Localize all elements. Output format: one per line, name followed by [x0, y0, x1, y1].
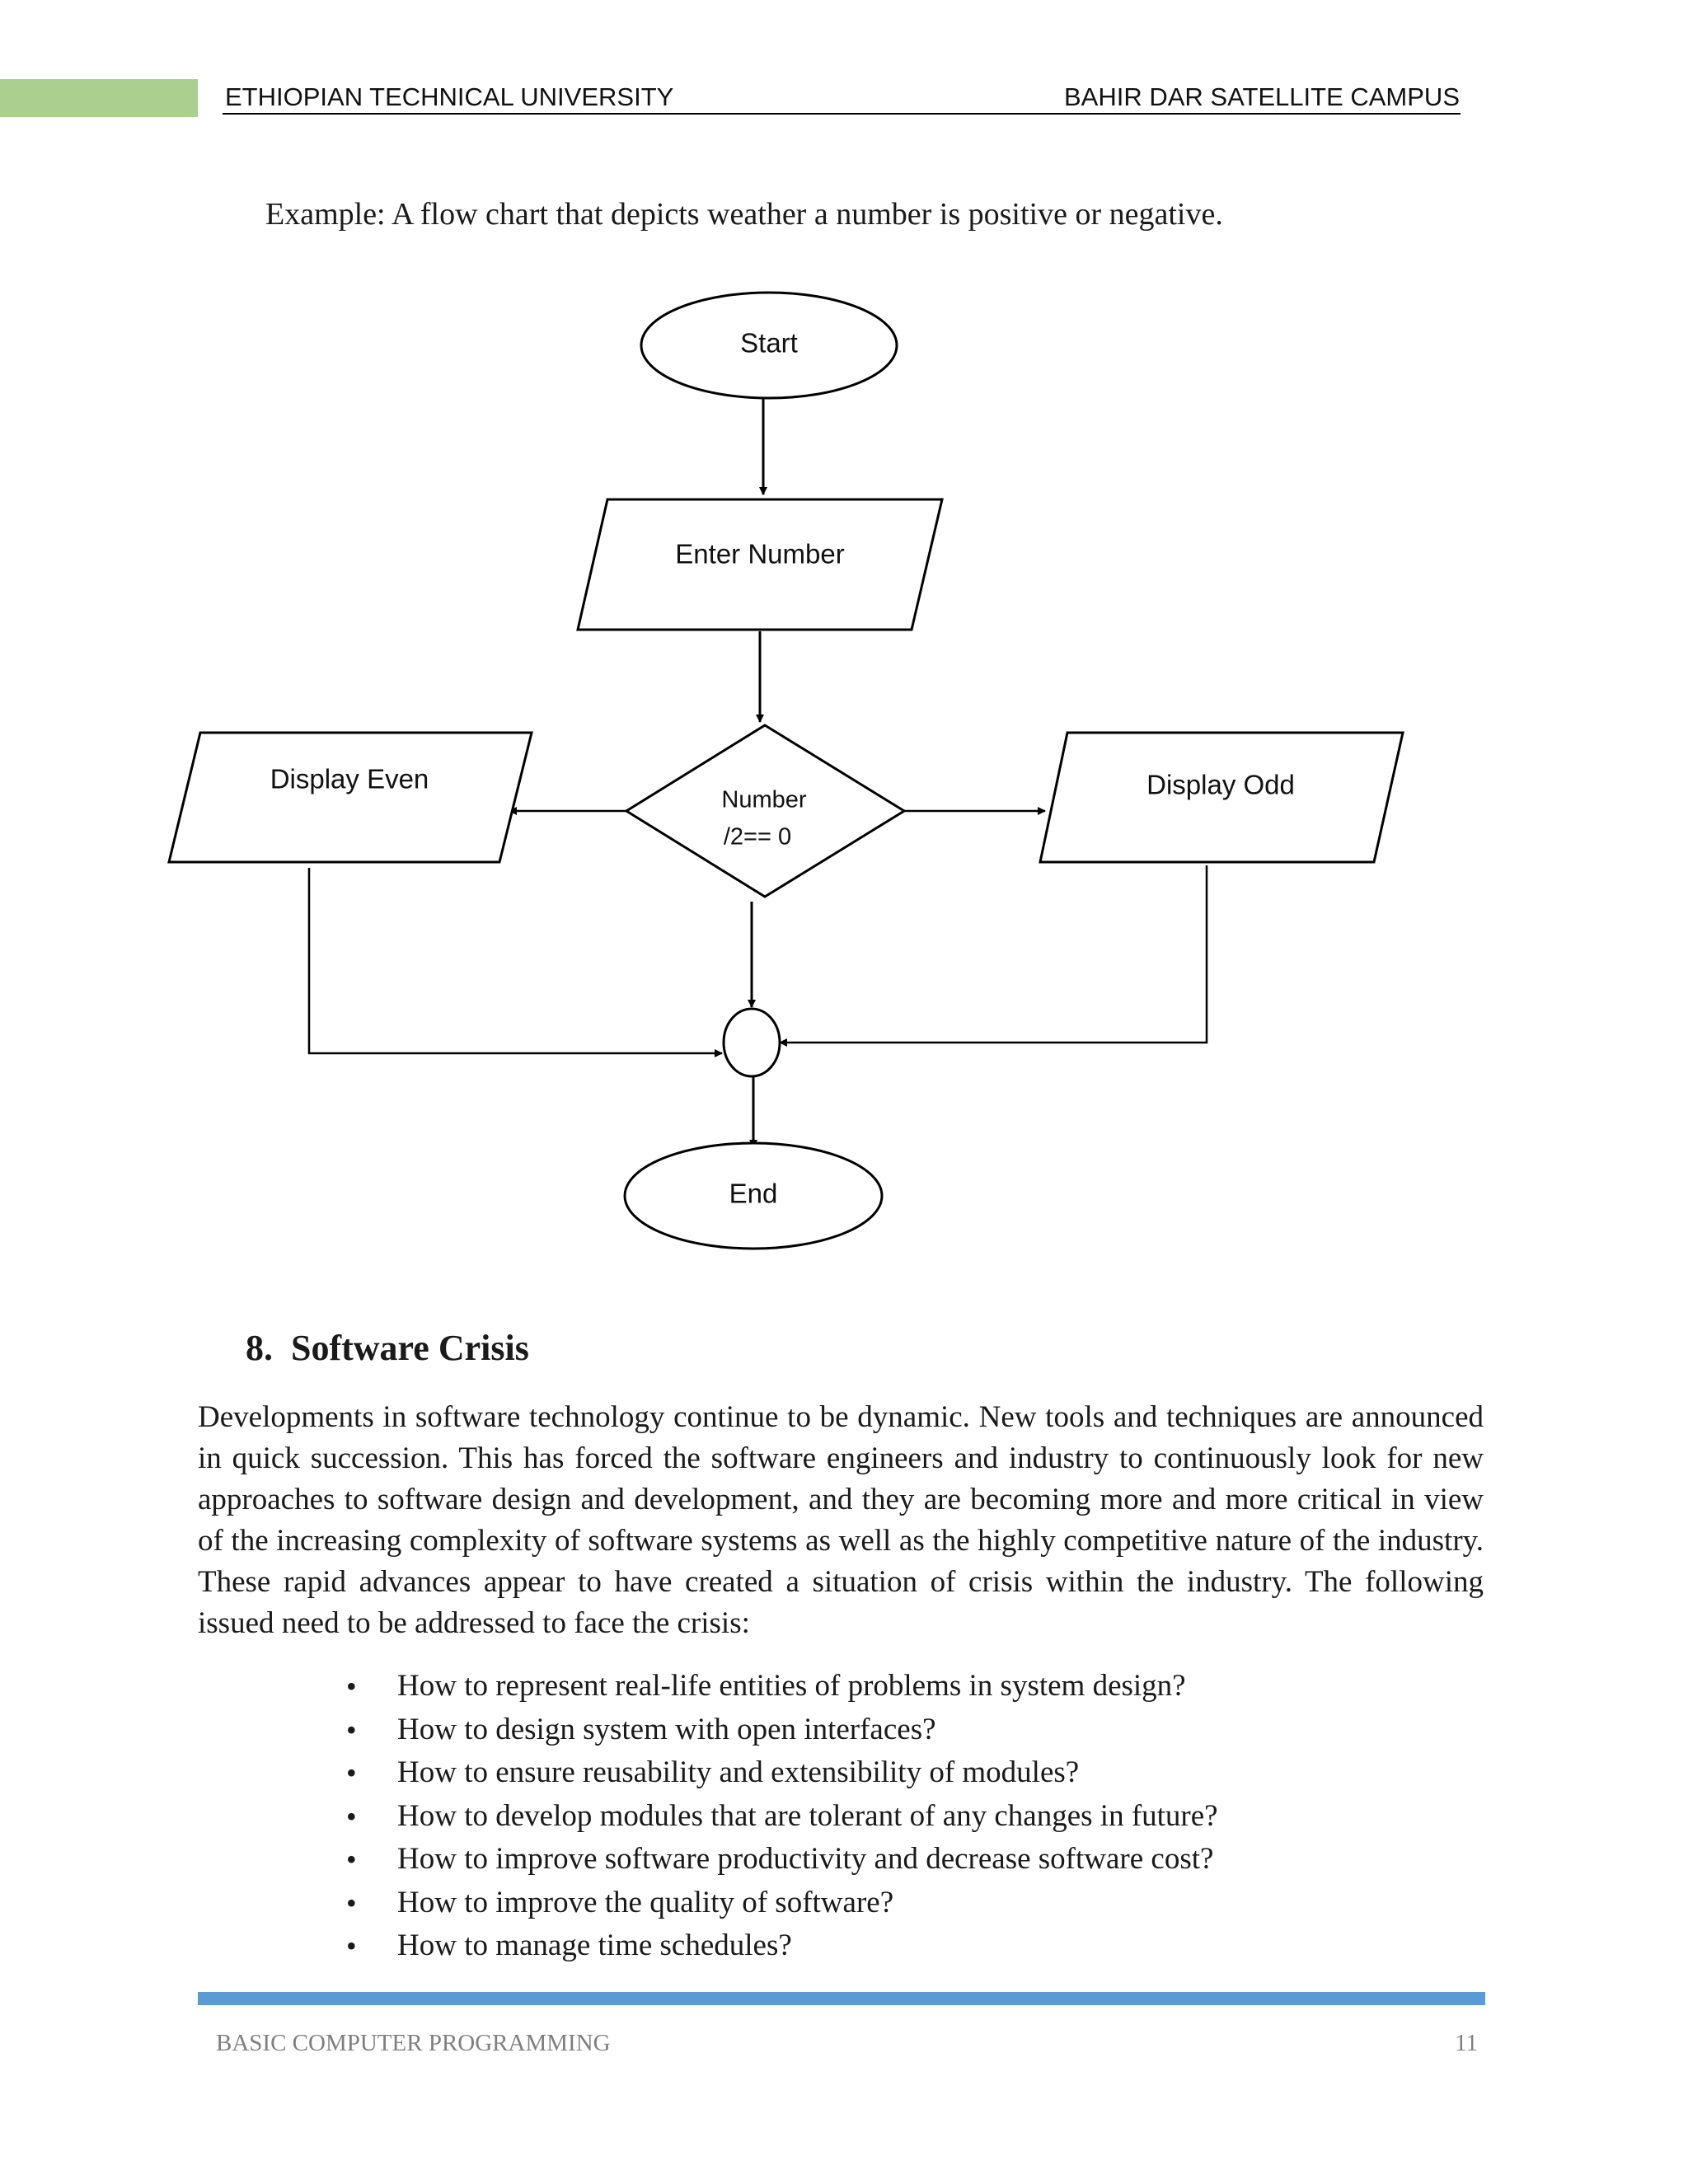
bullet-icon: • [346, 1886, 357, 1919]
connector-circle [722, 1007, 781, 1078]
list-item: • How to develop modules that are toleran… [346, 1795, 1218, 1839]
decision-label-line2: /2== 0 [724, 824, 791, 851]
list-item-text: How to improve software productivity and… [397, 1842, 1214, 1876]
input-label: Enter Number [675, 539, 844, 569]
bullet-icon: • [346, 1843, 357, 1876]
header-accent-tab [0, 79, 198, 117]
list-item: • How to represent real-life entities of … [346, 1665, 1218, 1708]
bullet-icon: • [346, 1670, 357, 1703]
bullet-icon: • [346, 1713, 357, 1746]
decision-diamond [624, 724, 907, 898]
section-title: Software Crisis [291, 1328, 529, 1368]
start-label: Start [740, 328, 798, 359]
list-item-text: How to design system with open interface… [397, 1712, 936, 1746]
page-number: 11 [1455, 2030, 1478, 2056]
bullet-icon: • [346, 1929, 357, 1962]
list-item: • How to improve software productivity an… [346, 1838, 1218, 1882]
input-parallelogram [576, 498, 944, 631]
list-item-text: How to represent real-life entities of p… [397, 1669, 1186, 1703]
display-even-label: Display Even [270, 764, 429, 794]
end-terminal [623, 1141, 884, 1250]
header-university: ETHIOPIAN TECHNICAL UNIVERSITY [225, 82, 674, 111]
list-item: • How to ensure reusability and extensibi… [346, 1751, 1218, 1795]
list-item-text: How to improve the quality of software? [397, 1885, 894, 1919]
list-item: • How to improve the quality of software? [346, 1882, 1218, 1925]
list-item: • How to manage time schedules? [346, 1924, 1218, 1968]
crisis-bullet-list: • How to represent real-life entities of … [346, 1665, 1218, 1968]
footer-course-title: BASIC COMPUTER PROGRAMMING [216, 2030, 611, 2056]
end-label: End [729, 1179, 778, 1209]
list-item: • How to design system with open interfac… [346, 1708, 1218, 1752]
section-heading: 8. Software Crisis [246, 1327, 529, 1369]
display-even-parallelogram [167, 731, 533, 864]
line-odd-to-connector [779, 865, 1208, 1047]
list-item-text: How to ensure reusability and extensibil… [397, 1755, 1080, 1789]
list-item-text: How to develop modules that are tolerant… [397, 1798, 1218, 1833]
bullet-icon: • [346, 1799, 357, 1833]
list-item-text: How to manage time schedules? [397, 1929, 792, 1962]
decision-label-line1: Number [721, 787, 806, 813]
intro-text: Example: A flow chart that depicts weath… [265, 197, 1223, 232]
header-rule [223, 113, 1461, 115]
bullet-icon: • [346, 1756, 357, 1789]
start-terminal [640, 291, 898, 400]
display-odd-label: Display Odd [1146, 770, 1295, 800]
flowchart: Start Enter Number Number /2== 0 Display… [167, 291, 1404, 1250]
header-campus: BAHIR DAR SATELLITE CAMPUS [1063, 82, 1460, 111]
display-odd-parallelogram [1039, 731, 1404, 864]
section-paragraph: Developments in software technology cont… [198, 1400, 1484, 1640]
footer-bar [198, 1992, 1485, 2005]
line-even-to-connector [307, 868, 723, 1057]
section-number: 8. [246, 1328, 273, 1368]
